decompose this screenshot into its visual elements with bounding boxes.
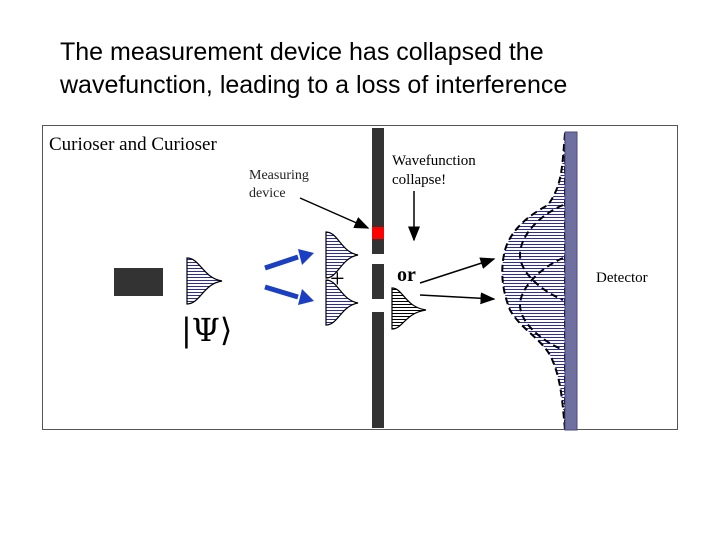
measuring-device-line-1: Measuring (249, 168, 309, 183)
slide-title: The measurement device has collapsed the… (60, 36, 680, 102)
incoming-wavepacket (186, 257, 223, 305)
particle-source (114, 268, 163, 296)
wavefunction-collapse-line-1: Wavefunction (392, 153, 476, 169)
diagram-panel (42, 125, 678, 430)
wavefunction-collapse-line-2: collapse! (392, 172, 447, 188)
measuring-device-line-2: device (249, 186, 286, 201)
measuring-device-arrow (299, 197, 370, 229)
title-line-2: wavefunction, leading to a loss of inter… (60, 71, 568, 99)
collapsed-wavepacket (391, 287, 427, 330)
or-label: or (397, 264, 416, 286)
path-arrow-lower (419, 292, 496, 305)
barrier-middle (372, 264, 384, 299)
panel-subtitle: Curioser and Curioser (49, 134, 217, 155)
upper-wavepacket (325, 231, 359, 279)
split-arrows (264, 249, 314, 305)
measuring-device-label: Measuring device (249, 167, 309, 203)
plus-sign: + (330, 264, 345, 293)
detector-screen (564, 131, 578, 431)
lower-gaussian-outline (518, 257, 564, 351)
lower-wavepacket (325, 279, 359, 326)
detector-label: Detector (596, 270, 648, 286)
upper-gaussian-outline (518, 204, 564, 301)
barrier-top (372, 128, 384, 254)
measuring-sensor (372, 227, 384, 239)
title-line-1: The measurement device has collapsed the (60, 38, 544, 66)
barrier-bottom (372, 312, 384, 428)
psi-ket-label: |Ψ⟩ (181, 311, 233, 349)
path-arrow-upper (419, 257, 496, 284)
wavefunction-collapse-label: Wavefunction collapse! (392, 152, 476, 190)
